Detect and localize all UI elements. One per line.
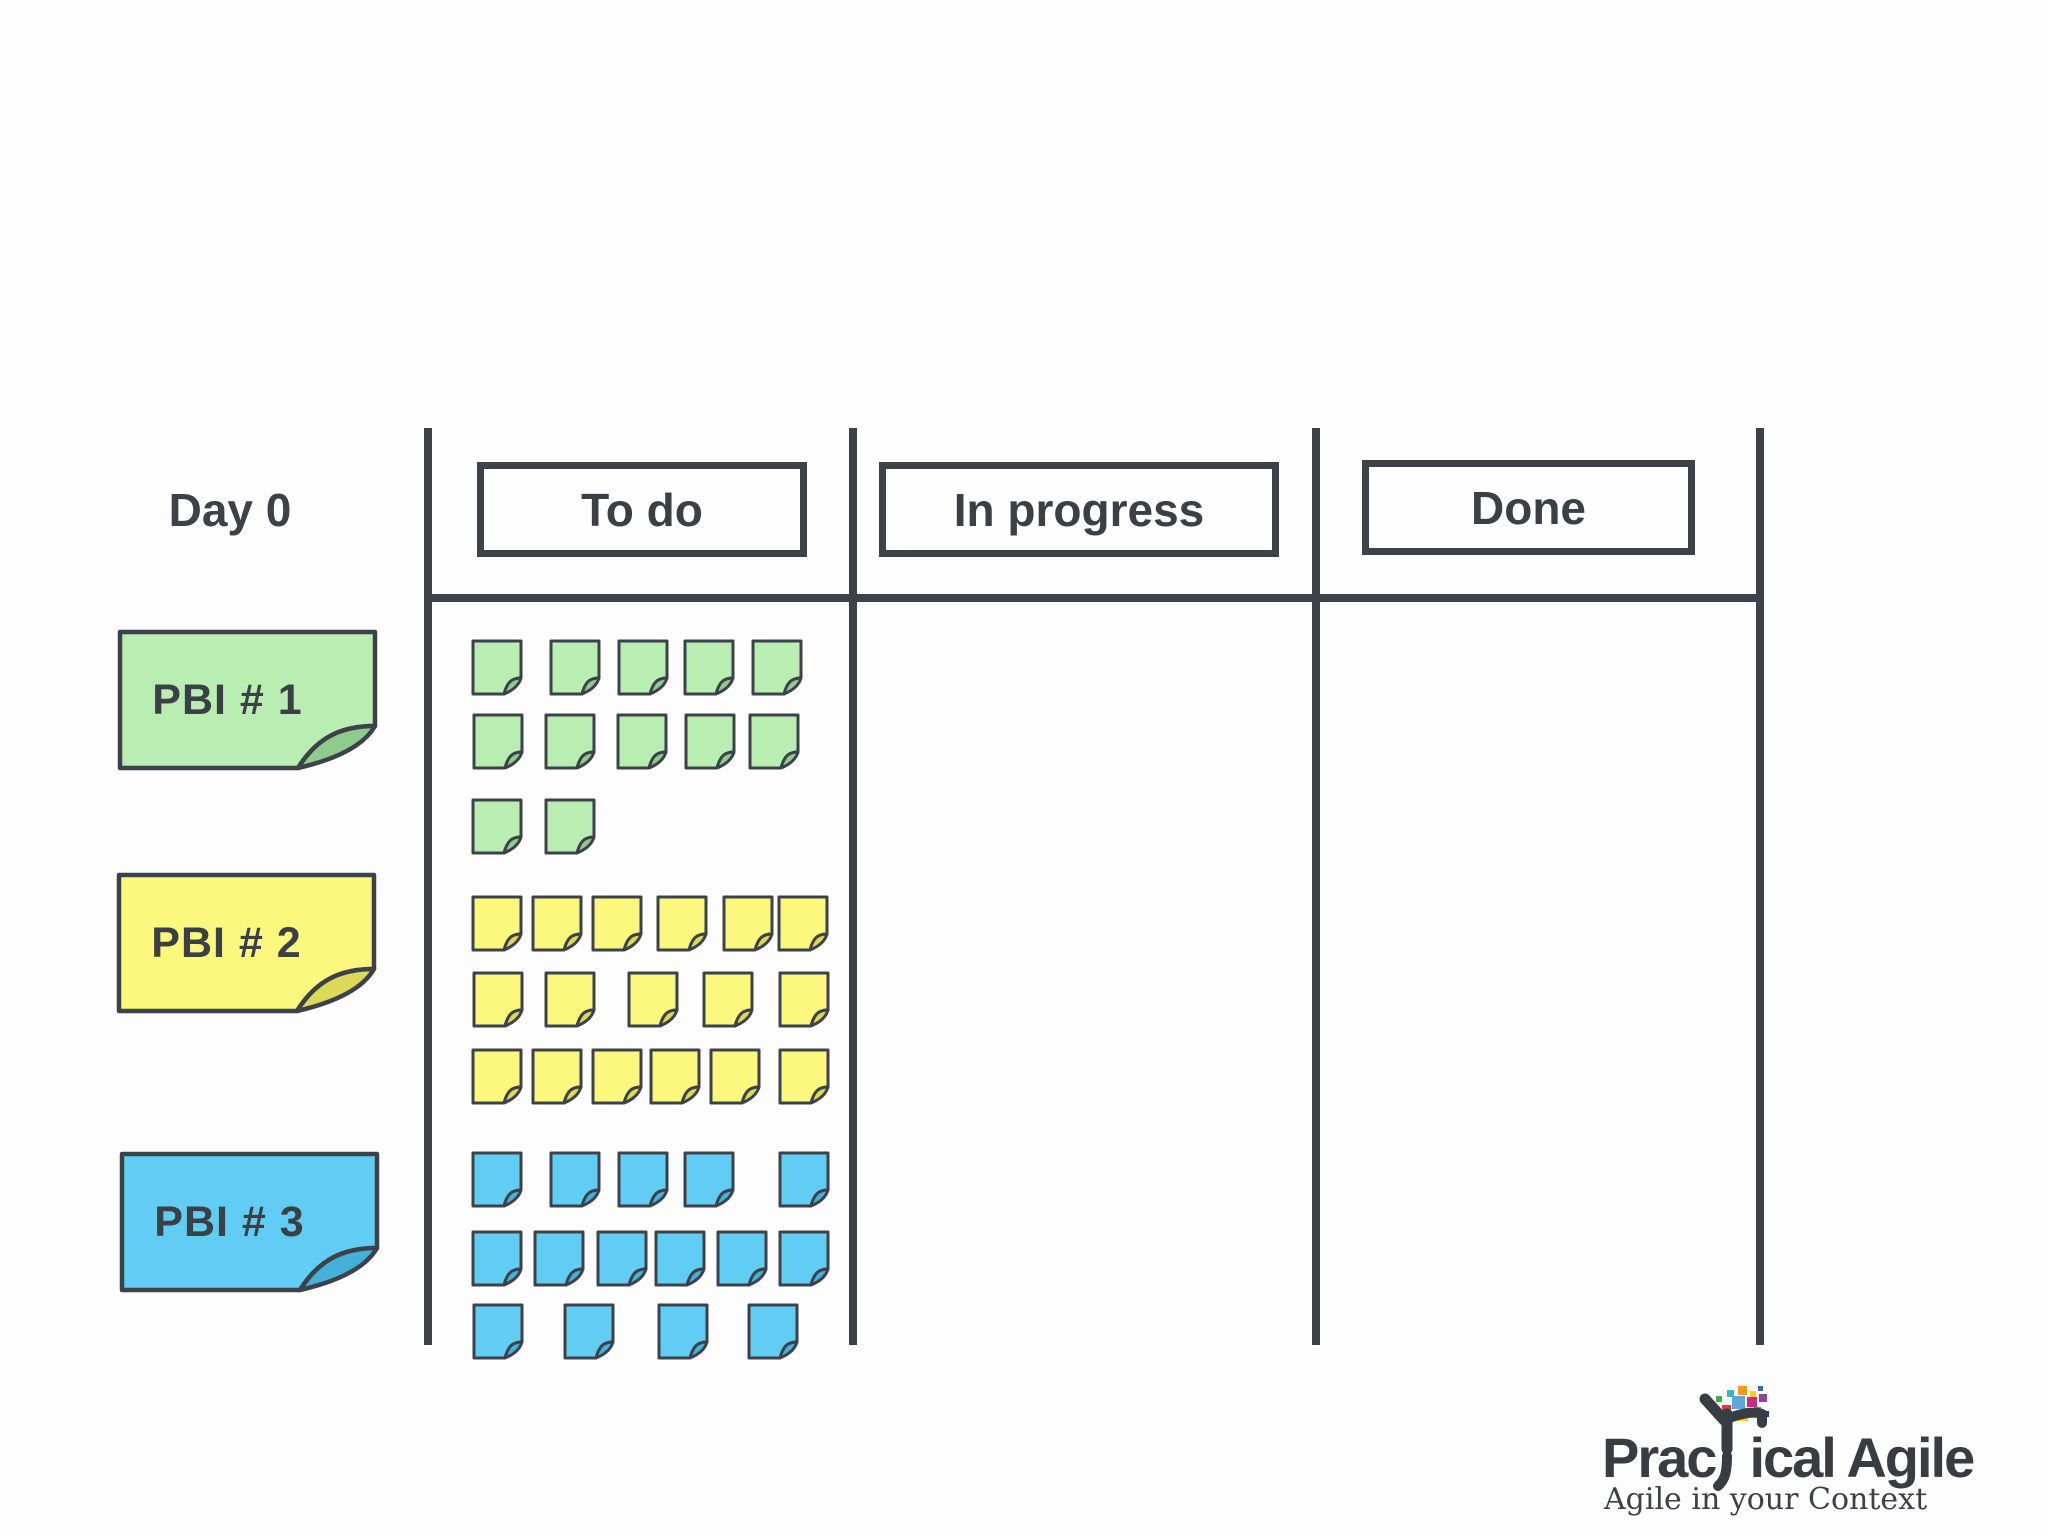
pbi-2-label: PBI # 2 [151, 918, 302, 967]
sticky-note-blue [471, 1151, 523, 1208]
sticky-note-green [471, 798, 523, 855]
pbi-1-label: PBI # 1 [152, 675, 303, 724]
logo-wordmark: Prac ical Agile [1602, 1393, 1975, 1491]
sticky-note-blue [472, 1303, 524, 1360]
sticky-note-blue [654, 1230, 706, 1287]
logo-wordmark-prefix: Prac [1602, 1426, 1717, 1489]
sticky-note-green [617, 639, 669, 696]
pbi-1-card: PBI # 1 [117, 629, 378, 775]
column-header-done: Done [1362, 460, 1695, 555]
confetti-square [1732, 1396, 1745, 1409]
confetti-square [1758, 1386, 1763, 1391]
logo-tagline: Agile in your Context [1604, 1482, 1928, 1517]
sticky-note-yellow [702, 971, 754, 1028]
sticky-note-yellow [649, 1048, 701, 1105]
sticky-note-blue [563, 1303, 615, 1360]
pbi-3-card: PBI # 3 [119, 1151, 380, 1297]
sticky-note-green [751, 639, 803, 696]
sticky-note-green [472, 713, 524, 770]
confetti-square [1738, 1386, 1747, 1395]
sticky-note-yellow [778, 1048, 830, 1105]
sticky-note-blue [683, 1151, 735, 1208]
sticky-note-blue [778, 1151, 830, 1208]
sticky-note-yellow [471, 1048, 523, 1105]
confetti-square [1759, 1394, 1767, 1402]
sticky-note-blue [596, 1230, 648, 1287]
sticky-note-yellow [472, 971, 524, 1028]
sticky-note-green [544, 798, 596, 855]
board-grid-hline [424, 594, 1764, 602]
board-grid-vline-3 [1312, 428, 1320, 1345]
sticky-note-blue [747, 1303, 799, 1360]
pbi-3-label: PBI # 3 [154, 1197, 305, 1246]
sticky-note-yellow [531, 895, 583, 952]
confetti-square [1754, 1407, 1761, 1414]
sticky-note-green [471, 639, 523, 696]
sticky-note-blue [657, 1303, 709, 1360]
sticky-note-green [683, 639, 735, 696]
sticky-note-yellow [471, 895, 523, 952]
sticky-note-green [544, 713, 596, 770]
sticky-note-green [684, 713, 736, 770]
confetti-square [1727, 1390, 1734, 1397]
board-grid-vline-1 [424, 428, 432, 1345]
sticky-note-yellow [778, 971, 830, 1028]
sticky-note-yellow [627, 971, 679, 1028]
sticky-note-yellow [722, 895, 774, 952]
confetti-square [1763, 1411, 1769, 1417]
sticky-note-blue [549, 1151, 601, 1208]
logo-wordmark-suffix: ical Agile [1749, 1426, 1975, 1489]
logo-confetti-icon [1714, 1386, 1778, 1432]
sticky-note-green [748, 713, 800, 770]
sticky-note-blue [716, 1230, 768, 1287]
confetti-square [1722, 1405, 1731, 1414]
sticky-note-yellow [591, 1048, 643, 1105]
sticky-note-yellow [531, 1048, 583, 1105]
sticky-note-blue [533, 1230, 585, 1287]
column-header-todo: To do [477, 462, 807, 557]
board-grid-vline-2 [849, 428, 857, 1345]
sticky-note-yellow [709, 1048, 761, 1105]
sticky-note-yellow [591, 895, 643, 952]
sticky-note-yellow [777, 895, 829, 952]
sticky-note-green [549, 639, 601, 696]
confetti-square [1750, 1391, 1756, 1397]
sticky-note-yellow [656, 895, 708, 952]
confetti-square [1747, 1397, 1757, 1407]
sticky-note-blue [471, 1230, 523, 1287]
sticky-note-yellow [544, 971, 596, 1028]
sticky-note-green [616, 713, 668, 770]
board-grid-vline-4 [1756, 428, 1764, 1345]
pbi-2-card: PBI # 2 [116, 872, 377, 1018]
confetti-square [1727, 1414, 1734, 1421]
sticky-note-blue [778, 1230, 830, 1287]
confetti-square [1716, 1396, 1722, 1402]
confetti-square [1738, 1411, 1748, 1421]
logo-person-icon [1699, 1393, 1768, 1491]
day-label: Day 0 [168, 483, 292, 536]
column-header-in-progress: In progress [879, 462, 1279, 557]
sticky-note-blue [617, 1151, 669, 1208]
